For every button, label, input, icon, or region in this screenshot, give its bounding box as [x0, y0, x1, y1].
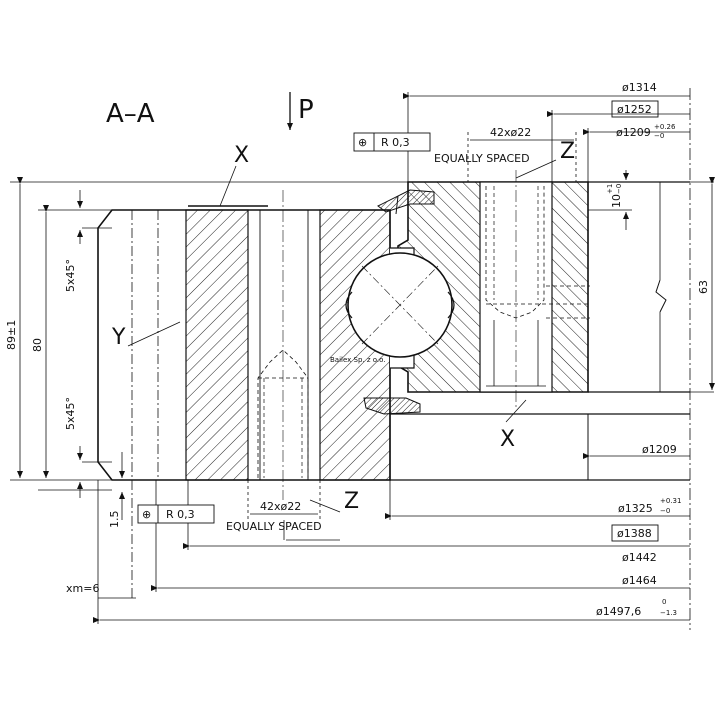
hole-spec-bottom: 42xø22	[260, 500, 301, 513]
watermark: Bailex Sp. z o.o.	[330, 356, 386, 364]
dim-d1209-top-lower: −0	[654, 132, 664, 140]
dim-chamfer-bottom: 5x45°	[64, 397, 77, 430]
tolerance-frame-bottom: ⊕ R 0,3	[137, 504, 215, 524]
ball-raceway	[345, 247, 455, 369]
dim-d1325-lower: −0	[660, 507, 670, 515]
detail-x-top: X	[234, 143, 249, 168]
dim-h63: 63	[697, 280, 710, 294]
dim-module: xm=6	[66, 582, 99, 595]
dim-d1497-upper: 0	[662, 598, 666, 606]
dim-d1209-top-upper: +0.26	[654, 123, 676, 131]
dim-h10-lower: −0	[615, 184, 623, 194]
detail-x-top-leader	[219, 165, 237, 207]
inner-ring-section	[82, 190, 391, 500]
upper-seal	[377, 189, 435, 215]
dim-h80: 80	[31, 338, 44, 352]
detail-x-bottom-leader	[505, 399, 527, 423]
tolerance-frame-top: ⊕ R 0,3	[353, 132, 431, 152]
detail-x-bottom: X	[500, 427, 515, 452]
dim-d1252-box	[611, 100, 659, 118]
dim-d1497: ø1497,6	[596, 605, 641, 618]
position-symbol-icon: ⊕	[358, 136, 367, 149]
dim-chamfer-top: 5x45°	[64, 259, 77, 292]
equally-spaced-bottom: EQUALLY SPACED	[226, 520, 322, 533]
detail-z-top-leader	[515, 159, 557, 179]
detail-y-leader	[127, 321, 181, 347]
dim-d1252: ø1252	[617, 103, 652, 116]
left-dimension-lines	[10, 177, 408, 498]
dim-gap: 1.5	[108, 511, 121, 529]
view-arrow-p: P	[287, 92, 314, 130]
outer-ring-section	[390, 170, 690, 481]
detail-z-bottom: Z	[344, 489, 359, 514]
dim-d1314: ø1314	[622, 81, 657, 94]
detail-y: Y	[111, 325, 126, 350]
dim-h10-upper: +1	[606, 184, 614, 194]
bottom-dimension-lines	[93, 420, 690, 624]
dim-h89: 89±1	[5, 320, 18, 350]
dim-h10: 10	[610, 194, 623, 208]
top-dimension-lines	[403, 88, 691, 630]
dim-d1497-lower: −1.3	[660, 609, 677, 617]
lower-seal	[363, 397, 421, 415]
dim-d1209-top: ø1209	[616, 126, 651, 139]
tolerance-value-bottom: R 0,3	[166, 508, 195, 521]
equally-spaced-top: EQUALLY SPACED	[434, 152, 530, 165]
dim-d1388: ø1388	[617, 527, 652, 540]
right-dimension-lines	[588, 170, 715, 393]
section-title: A–A	[106, 99, 155, 129]
dim-d1464: ø1464	[622, 574, 657, 587]
view-label-p: P	[298, 95, 314, 125]
dim-d1442: ø1442	[622, 551, 657, 564]
position-symbol-bottom-icon: ⊕	[142, 508, 151, 521]
hole-spec-top: 42xø22	[490, 126, 531, 139]
dim-d1325-upper: +0.31	[660, 497, 681, 505]
dim-d1325: ø1325	[618, 502, 653, 515]
dim-d1388-box	[611, 524, 659, 542]
detail-z-top: Z	[560, 139, 575, 164]
dim-d1209-bottom: ø1209	[642, 443, 677, 456]
tolerance-value-top: R 0,3	[381, 136, 410, 149]
